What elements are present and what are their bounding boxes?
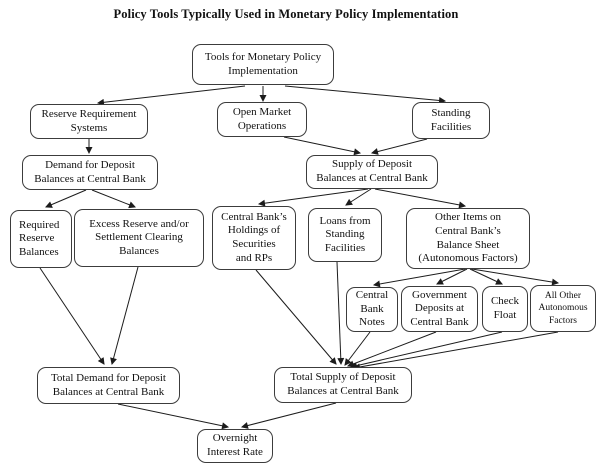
node-label: Central Bank Notes: [355, 289, 389, 329]
node-excess-reserve-settlement-balances: Excess Reserve and/or Settlement Clearin…: [74, 209, 204, 267]
node-label: Open Market Operations: [232, 105, 292, 132]
node-total-demand-deposit-balances: Total Demand for Deposit Balances at Cen…: [37, 367, 180, 404]
edge-supply-other-items: [374, 188, 467, 209]
edge-other-items-all-other: [471, 268, 560, 286]
node-label: Tools for Monetary Policy Implementation: [204, 50, 322, 77]
node-label: Loans from Standing Facilities: [319, 214, 371, 254]
node-overnight-interest-rate: Overnight Interest Rate: [197, 429, 273, 463]
edge-open-market-supply: [283, 136, 362, 156]
edge-excess-reserve-total-demand: [110, 266, 139, 366]
diagram-title: Policy Tools Typically Used in Monetary …: [113, 7, 459, 21]
node-label: Central Bank’s Holdings of Securities an…: [221, 210, 287, 264]
edge-demand-excess-reserve: [91, 189, 136, 209]
node-central-bank-notes: Central Bank Notes: [346, 287, 398, 332]
node-label: Total Demand for Deposit Balances at Cen…: [50, 371, 166, 398]
edge-all-other-total-supply: [352, 331, 559, 371]
node-label: Required Reserve Balances: [19, 218, 60, 258]
edge-loans-standing-total-supply: [336, 261, 345, 366]
node-open-market-operations: Open Market Operations: [217, 102, 307, 137]
node-label: Government Deposits at Central Bank: [410, 288, 469, 328]
node-label: Overnight Interest Rate: [207, 432, 263, 458]
edge-other-items-govt-deposits: [436, 268, 468, 285]
node-demand-for-deposit-balances: Demand for Deposit Balances at Central B…: [22, 155, 158, 190]
edge-govt-deposits-total-supply: [347, 331, 437, 368]
edge-total-demand-overnight: [117, 403, 230, 430]
node-loans-from-standing-facilities: Loans from Standing Facilities: [308, 208, 382, 262]
edge-supply-cb-holdings: [257, 188, 369, 207]
node-tools-for-monetary-policy: Tools for Monetary Policy Implementation: [192, 44, 334, 85]
edge-standing-facilities-supply: [370, 138, 428, 155]
node-label: Demand for Deposit Balances at Central B…: [34, 158, 146, 185]
edge-cb-holdings-total-supply: [255, 269, 337, 365]
node-label: Standing Facilities: [430, 106, 472, 133]
edge-other-items-cb-notes: [372, 268, 466, 288]
node-label: Total Supply of Deposit Balances at Cent…: [287, 371, 399, 397]
node-label: Other Items on Central Bank’s Balance Sh…: [418, 211, 518, 265]
node-reserve-requirement-systems: Reserve Requirement Systems: [30, 104, 148, 139]
node-government-deposits: Government Deposits at Central Bank: [401, 286, 478, 332]
edge-tools-standing-facilities: [284, 85, 447, 104]
node-other-items-balance-sheet: Other Items on Central Bank’s Balance Sh…: [406, 208, 530, 269]
node-all-other-autonomous-factors: All Other Autonomous Factors: [530, 285, 596, 332]
node-total-supply-deposit-balances: Total Supply of Deposit Balances at Cent…: [274, 367, 412, 403]
node-supply-of-deposit-balances: Supply of Deposit Balances at Central Ba…: [306, 155, 438, 189]
edge-check-float-total-supply: [349, 331, 503, 370]
edge-total-supply-overnight: [240, 402, 337, 429]
edge-cb-notes-total-supply: [344, 331, 371, 366]
node-label: Reserve Requirement Systems: [41, 107, 137, 134]
edge-tools-reserve-requirement: [96, 85, 246, 106]
edge-supply-loans-standing: [345, 188, 372, 206]
node-check-float: Check Float: [482, 286, 528, 332]
node-label: Check Float: [490, 295, 520, 321]
node-standing-facilities: Standing Facilities: [412, 102, 490, 139]
edge-other-items-check-float: [469, 268, 503, 285]
edge-required-reserve-total-demand: [39, 267, 105, 365]
node-required-reserve-balances: Required Reserve Balances: [10, 210, 72, 268]
edge-demand-required-reserve: [45, 189, 87, 208]
node-label: Excess Reserve and/or Settlement Clearin…: [89, 217, 189, 257]
node-label: All Other Autonomous Factors: [538, 290, 588, 326]
node-central-bank-holdings: Central Bank’s Holdings of Securities an…: [212, 206, 296, 270]
node-label: Supply of Deposit Balances at Central Ba…: [316, 158, 428, 184]
